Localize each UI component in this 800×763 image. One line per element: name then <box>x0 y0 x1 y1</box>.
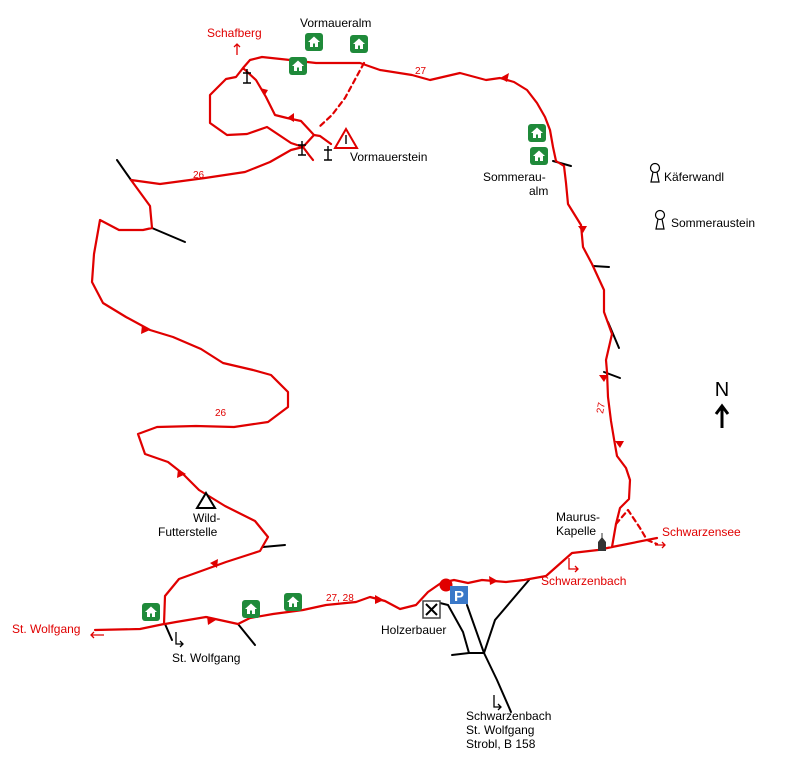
direction-arrow <box>375 595 384 604</box>
direction-arrow <box>210 559 218 568</box>
road-segment <box>164 623 173 641</box>
road-segment <box>237 623 256 646</box>
road-segment <box>483 579 530 654</box>
label-st-wolfgang-left: St. Wolfgang <box>12 622 80 636</box>
label-vormauerstein: Vormauerstein <box>350 150 427 164</box>
label-mauruskapelle-line1: Maurus- <box>556 510 600 524</box>
label-wildfutterstelle-line1: Wild- <box>193 511 220 525</box>
label-st-wolfgang-bottom: St. Wolfgang <box>172 651 240 665</box>
trail-dashed-vormauer <box>316 61 366 130</box>
mountain-hut-icon <box>284 593 302 611</box>
chapel-icon <box>598 533 606 551</box>
mountain-hut-icon <box>305 33 323 51</box>
road-segment <box>262 544 286 548</box>
trail-loop <box>90 55 632 632</box>
label-sommeraualm-line1: Sommerau- <box>483 170 546 184</box>
route-number: 26 <box>193 170 205 181</box>
road-segment <box>151 227 186 243</box>
label-destination-line1: Schwarzenbach <box>466 709 551 723</box>
mountain-hut-icon <box>350 35 368 53</box>
label-schwarzensee: Schwarzensee <box>662 525 741 539</box>
summit-cross-icon <box>242 68 252 84</box>
direction-arrow <box>500 73 509 82</box>
label-kaeferwandl: Käferwandl <box>664 170 724 184</box>
direction-arrow <box>615 441 624 448</box>
route-number: 27 <box>415 66 427 77</box>
rock-landmark-icon <box>654 209 666 230</box>
direction-arrows <box>141 73 624 625</box>
road-segment <box>592 265 610 268</box>
label-wildfutterstelle-line2: Futterstelle <box>158 525 218 539</box>
route-number: 26 <box>215 408 227 419</box>
exit-arrow-schafberg <box>233 43 241 55</box>
label-sommeraustein: Sommeraustein <box>671 216 755 230</box>
rock-landmark-icon <box>649 162 661 183</box>
parking-icon: P <box>450 586 468 605</box>
summit-cross-icon <box>323 145 333 161</box>
direction-arrow <box>489 576 498 585</box>
start-point-icon <box>439 578 453 592</box>
peak-warning-icon <box>333 127 359 149</box>
direction-arrow <box>141 325 150 334</box>
trail-to-schwarzensee <box>610 536 659 549</box>
direction-arrow <box>578 226 587 233</box>
road-exit-arrows <box>175 632 502 711</box>
trail-dashed-schwarzensee <box>614 508 659 546</box>
exit-arrow-st-wolfgang-road <box>175 632 184 648</box>
label-destination-line3: Strobl, B 158 <box>466 737 536 751</box>
roads <box>116 159 621 713</box>
direction-arrow <box>177 469 186 478</box>
mountain-hut-icon <box>242 600 260 618</box>
label-sommeraualm-line2: alm <box>529 184 548 198</box>
feeding-station-icon <box>195 491 217 509</box>
label-schwarzenbach: Schwarzenbach <box>541 574 626 588</box>
road-segment <box>439 602 485 654</box>
parking-label: P <box>454 588 464 605</box>
label-holzerbauer: Holzerbauer <box>381 623 446 637</box>
exit-arrows <box>90 43 666 639</box>
label-schafberg: Schafberg <box>207 26 262 40</box>
label-vormaueralm: Vormaueralm <box>300 16 371 30</box>
direction-arrow <box>287 113 294 122</box>
mountain-hut-icon <box>289 57 307 75</box>
north-label: N <box>715 379 729 401</box>
direction-arrow <box>207 616 216 625</box>
road-segment <box>451 652 470 656</box>
direction-arrow <box>599 375 608 382</box>
mountain-hut-icon <box>530 147 548 165</box>
exit-arrow-schwarzenbach-road <box>493 695 502 711</box>
road-segment <box>466 604 485 654</box>
mountain-hut-icon <box>142 603 160 621</box>
exit-arrow-schwarzenbach <box>568 558 579 573</box>
label-destination-line2: St. Wolfgang <box>466 723 534 737</box>
restaurant-icon <box>422 600 441 619</box>
route-number: 27, 28 <box>326 593 354 604</box>
route-number: 27 <box>595 401 608 414</box>
direction-arrow <box>260 88 268 95</box>
road-segment <box>483 652 512 713</box>
exit-arrow-schwarzensee <box>655 541 666 549</box>
road-segment <box>116 159 132 181</box>
north-arrow-icon: N <box>715 379 729 428</box>
mountain-hut-icon <box>528 124 546 142</box>
label-mauruskapelle-line2: Kapelle <box>556 524 596 538</box>
trail <box>90 55 659 632</box>
exit-arrow-st-wolfgang <box>90 631 104 639</box>
